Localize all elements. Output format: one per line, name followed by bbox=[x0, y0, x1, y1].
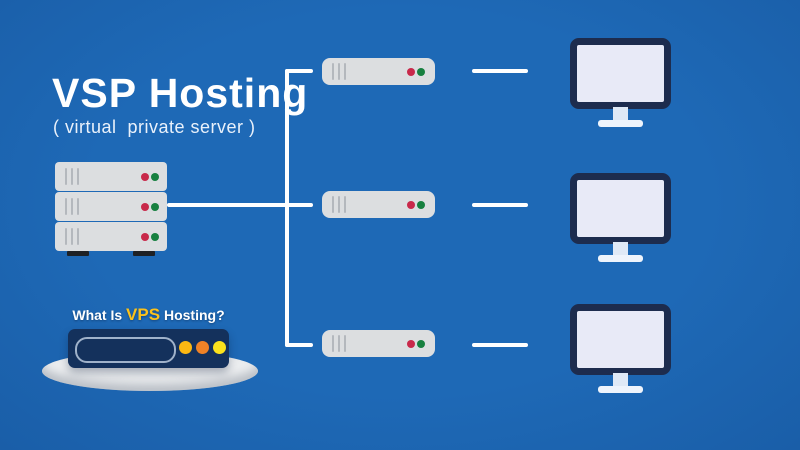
led-red-icon bbox=[407, 200, 415, 209]
monitor-stand bbox=[613, 107, 628, 122]
line-stub-top bbox=[285, 69, 313, 73]
vps-server-3 bbox=[322, 330, 435, 357]
rack-unit-2 bbox=[55, 192, 167, 221]
led-red-icon bbox=[141, 232, 149, 241]
vent-lines-icon bbox=[332, 335, 346, 352]
promo-question-prefix: What Is bbox=[72, 307, 127, 323]
led-green-icon bbox=[417, 200, 425, 209]
led-red-icon bbox=[141, 172, 149, 181]
search-bar-outline bbox=[75, 337, 176, 363]
line-host-to-trunk bbox=[167, 203, 313, 207]
led-red-icon bbox=[141, 202, 149, 211]
monitor-base bbox=[598, 255, 643, 262]
line-vps2-to-monitor2 bbox=[472, 203, 528, 207]
host-server-rack bbox=[55, 162, 167, 256]
page-subtitle: ( virtual private server ) bbox=[53, 117, 256, 137]
led-green-icon bbox=[417, 67, 425, 76]
monitor-screen bbox=[570, 38, 671, 109]
rack-unit-3 bbox=[55, 222, 167, 256]
monitor-base bbox=[598, 386, 643, 393]
line-vps3-to-monitor3 bbox=[472, 343, 528, 347]
page-title: VSP Hosting bbox=[52, 70, 309, 116]
led-green-icon bbox=[151, 202, 159, 211]
vent-lines-icon bbox=[65, 168, 79, 185]
vps-server-2 bbox=[322, 191, 435, 218]
promo-question-suffix: Hosting? bbox=[160, 307, 225, 323]
line-trunk-vertical bbox=[285, 69, 289, 347]
dot-amber-icon bbox=[179, 341, 192, 354]
dot-orange-icon bbox=[196, 341, 209, 354]
vent-lines-icon bbox=[65, 198, 79, 215]
vent-lines-icon bbox=[65, 228, 79, 245]
promo-question-highlight: VPS bbox=[126, 305, 161, 324]
promo-question: What Is VPS Hosting? bbox=[68, 305, 229, 325]
vent-lines-icon bbox=[332, 196, 346, 213]
client-monitor-2 bbox=[570, 173, 671, 262]
led-red-icon bbox=[407, 67, 415, 76]
monitor-stand bbox=[613, 373, 628, 388]
led-red-icon bbox=[407, 339, 415, 348]
rack-foot bbox=[67, 251, 89, 256]
led-green-icon bbox=[151, 232, 159, 241]
led-green-icon bbox=[151, 172, 159, 181]
vps-server-1 bbox=[322, 58, 435, 85]
rack-foot bbox=[133, 251, 155, 256]
led-green-icon bbox=[417, 339, 425, 348]
rack-unit-1 bbox=[55, 162, 167, 191]
monitor-base bbox=[598, 120, 643, 127]
monitor-screen bbox=[570, 304, 671, 375]
line-vps1-to-monitor1 bbox=[472, 69, 528, 73]
monitor-stand bbox=[613, 242, 628, 257]
client-monitor-3 bbox=[570, 304, 671, 393]
dot-yellow-icon bbox=[213, 341, 226, 354]
client-monitor-1 bbox=[570, 38, 671, 127]
line-stub-bottom bbox=[285, 343, 313, 347]
promo-card bbox=[68, 329, 229, 368]
vent-lines-icon bbox=[332, 63, 346, 80]
monitor-screen bbox=[570, 173, 671, 244]
